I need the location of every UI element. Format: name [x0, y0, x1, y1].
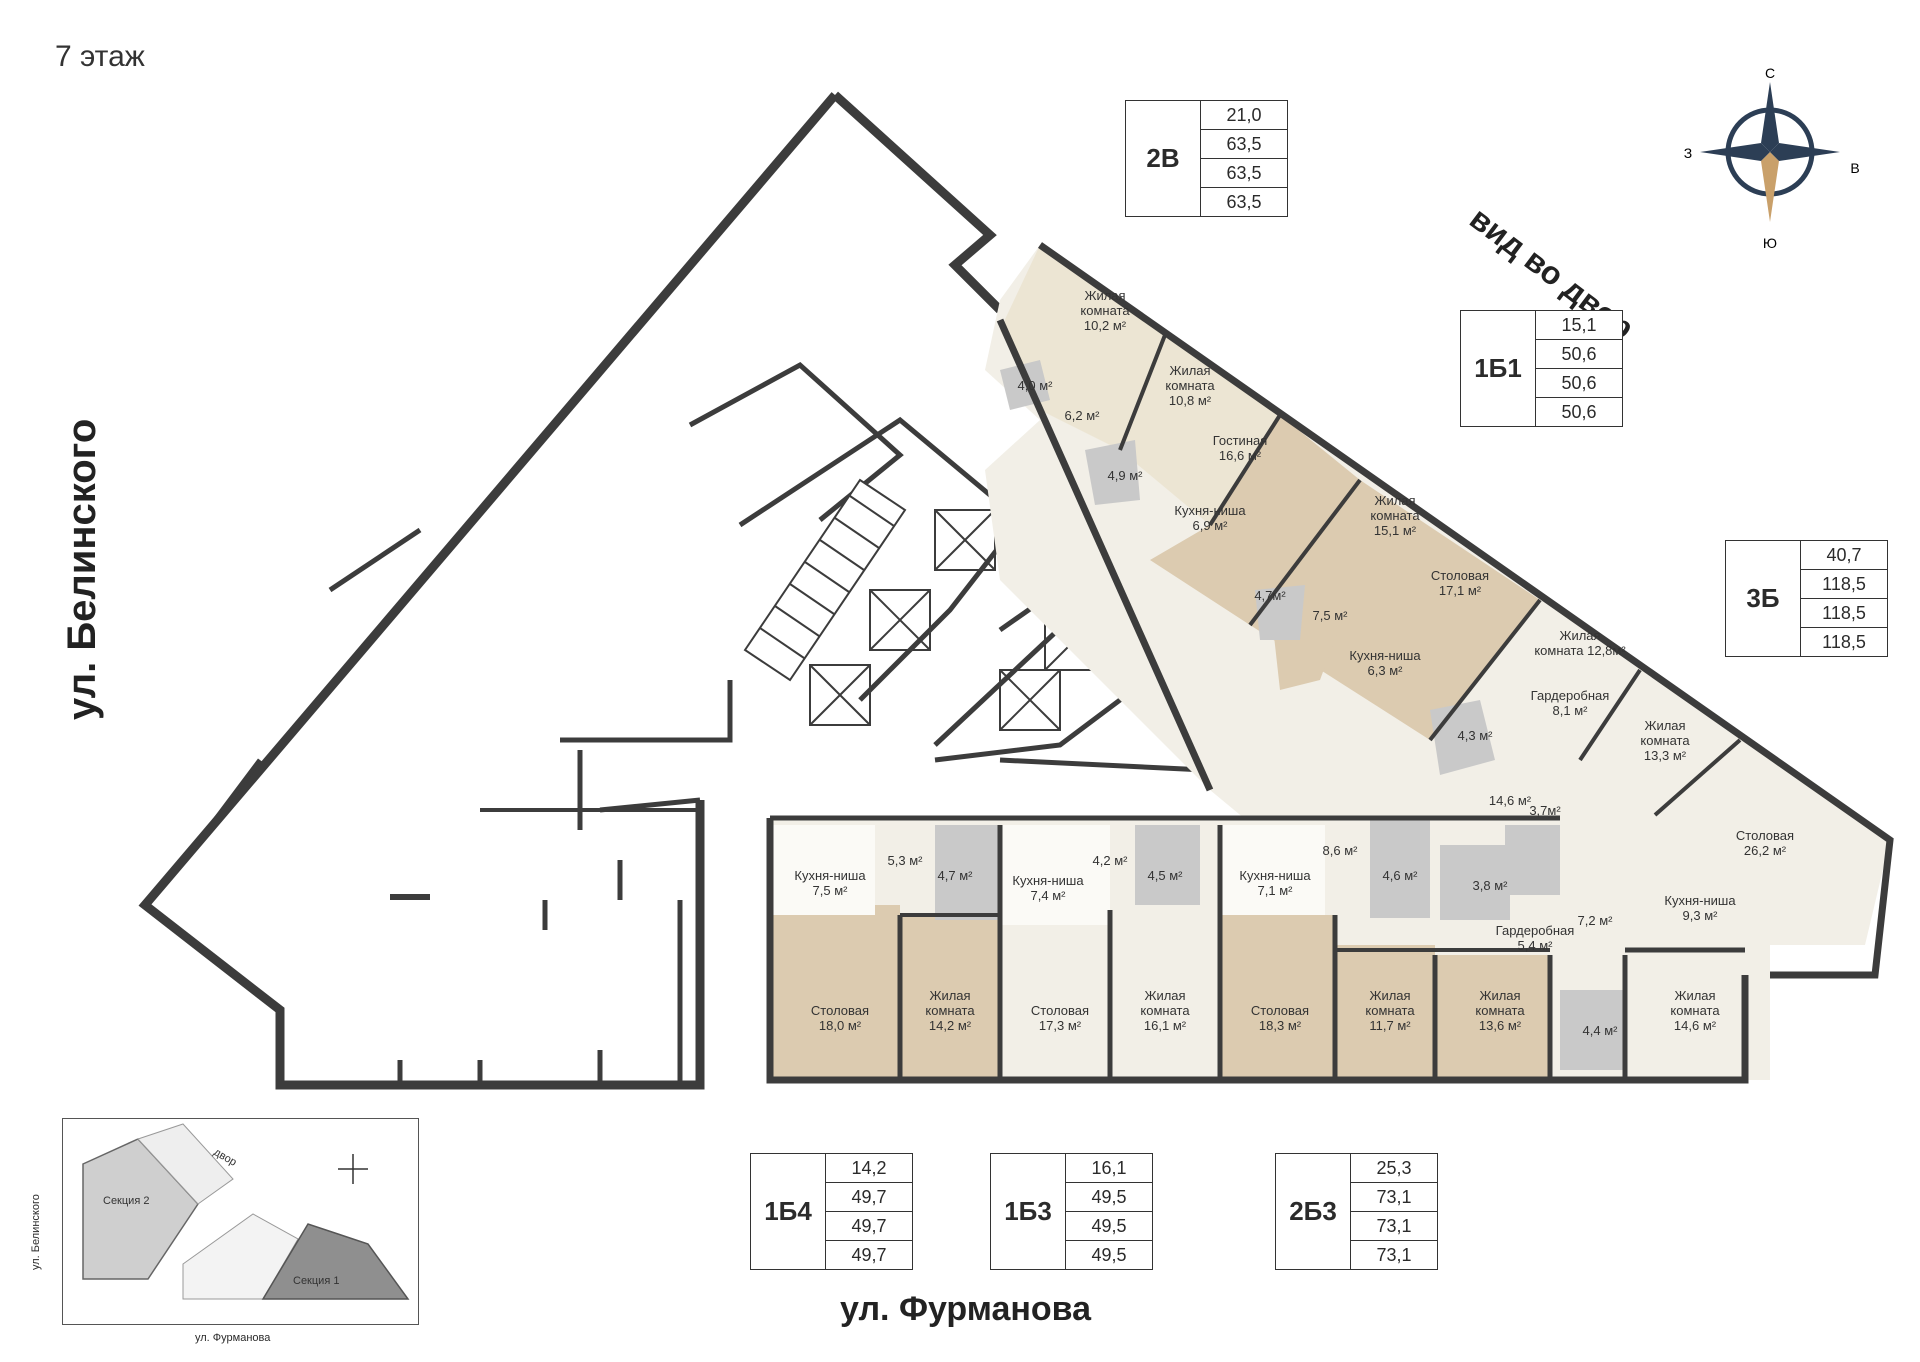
apartment-value: 50,6 — [1535, 339, 1623, 369]
floor-label: 7 этаж — [55, 40, 145, 73]
apartment-value: 63,5 — [1200, 158, 1288, 188]
apartment-value: 15,1 — [1535, 310, 1623, 340]
key-plan-section-1: Секция 1 — [293, 1275, 339, 1287]
key-plan-section-2: Секция 2 — [103, 1195, 149, 1207]
room-label: 4,3 м² — [1458, 728, 1494, 743]
compass-icon — [1700, 82, 1840, 222]
room-label: 4,9 м² — [1108, 468, 1144, 483]
key-plan-compass-icon — [338, 1154, 368, 1184]
compass-north: С — [1765, 65, 1775, 81]
apartment-table-1b4[interactable]: 1Б4 14,2 49,7 49,7 49,7 — [750, 1153, 913, 1270]
room-label: 4,6 м² — [1383, 868, 1419, 883]
street-label-left: ул. Белинского — [60, 418, 104, 720]
apartment-value: 21,0 — [1200, 100, 1288, 130]
apartment-code: 2В — [1125, 100, 1201, 217]
key-plan-street-bottom: ул. Фурманова — [195, 1332, 271, 1344]
key-plan-drawing: Секция 2 Секция 1 двор — [82, 1123, 410, 1300]
apartment-code: 1Б3 — [990, 1153, 1066, 1270]
apartment-value: 49,7 — [825, 1182, 913, 1212]
room-label: 6,2 м² — [1065, 408, 1101, 423]
apartment-value: 118,5 — [1800, 598, 1888, 628]
street-label-bottom: ул. Фурманова — [840, 1290, 1092, 1328]
room-label: 3,7м² — [1529, 803, 1561, 818]
room-label: 8,6 м² — [1323, 843, 1359, 858]
apartment-value: 49,7 — [825, 1211, 913, 1241]
apartment-table-2b3[interactable]: 2Б3 25,3 73,1 73,1 73,1 — [1275, 1153, 1438, 1270]
key-plan-street-left: ул. Белинского — [30, 1194, 42, 1270]
section-2-walls — [138, 91, 1004, 1090]
room-label: 4,7м² — [1254, 588, 1286, 603]
apartment-value: 63,5 — [1200, 129, 1288, 159]
apartment-value: 118,5 — [1800, 627, 1888, 657]
apartment-value: 49,5 — [1065, 1182, 1153, 1212]
apartment-value: 73,1 — [1350, 1182, 1438, 1212]
bottom-row-walls — [766, 815, 1749, 1084]
key-plan: Секция 2 Секция 1 двор — [62, 1118, 419, 1325]
room-label: 3,8 м² — [1473, 878, 1509, 893]
staircase — [743, 478, 907, 682]
apartment-code: 3Б — [1725, 540, 1801, 657]
apartment-value: 50,6 — [1535, 397, 1623, 427]
room-label: 5,3 м² — [888, 853, 924, 868]
apartment-code: 1Б4 — [750, 1153, 826, 1270]
apartment-value: 50,6 — [1535, 368, 1623, 398]
room-label: 4,0 м² — [1018, 378, 1054, 393]
bottom-row — [770, 818, 1770, 1080]
apartment-value: 73,1 — [1350, 1211, 1438, 1241]
apartment-value: 49,5 — [1065, 1211, 1153, 1241]
apartment-value: 40,7 — [1800, 540, 1888, 570]
room-label: 14,6 м² — [1489, 793, 1532, 808]
apartment-code: 1Б1 — [1460, 310, 1536, 427]
diagonal-wing-walls — [996, 242, 1894, 979]
apartment-value: 118,5 — [1800, 569, 1888, 599]
room-label: 4,4 м² — [1583, 1023, 1619, 1038]
room-label: 4,7 м² — [938, 868, 974, 883]
apartment-value: 25,3 — [1350, 1153, 1438, 1183]
room-label: 7,2 м² — [1578, 913, 1614, 928]
apartment-value: 14,2 — [825, 1153, 913, 1183]
apartment-value: 16,1 — [1065, 1153, 1153, 1183]
compass-east: В — [1850, 160, 1859, 176]
room-label: 4,2 м² — [1093, 853, 1129, 868]
apartment-table-1b3[interactable]: 1Б3 16,1 49,5 49,5 49,5 — [990, 1153, 1153, 1270]
apartment-table-3b[interactable]: 3Б 40,7 118,5 118,5 118,5 — [1725, 540, 1888, 657]
apartment-table-2v[interactable]: 2В 21,0 63,5 63,5 63,5 — [1125, 100, 1288, 217]
room-label: 4,5 м² — [1148, 868, 1184, 883]
apartment-value: 73,1 — [1350, 1240, 1438, 1270]
apartment-code: 2Б3 — [1275, 1153, 1351, 1270]
apartment-value: 63,5 — [1200, 187, 1288, 217]
compass-south: Ю — [1763, 235, 1777, 251]
compass-west: З — [1684, 145, 1692, 161]
room-label: 7,5 м² — [1313, 608, 1349, 623]
apartment-value: 49,7 — [825, 1240, 913, 1270]
apartment-table-1b1[interactable]: 1Б1 15,1 50,6 50,6 50,6 — [1460, 310, 1623, 427]
apartment-value: 49,5 — [1065, 1240, 1153, 1270]
